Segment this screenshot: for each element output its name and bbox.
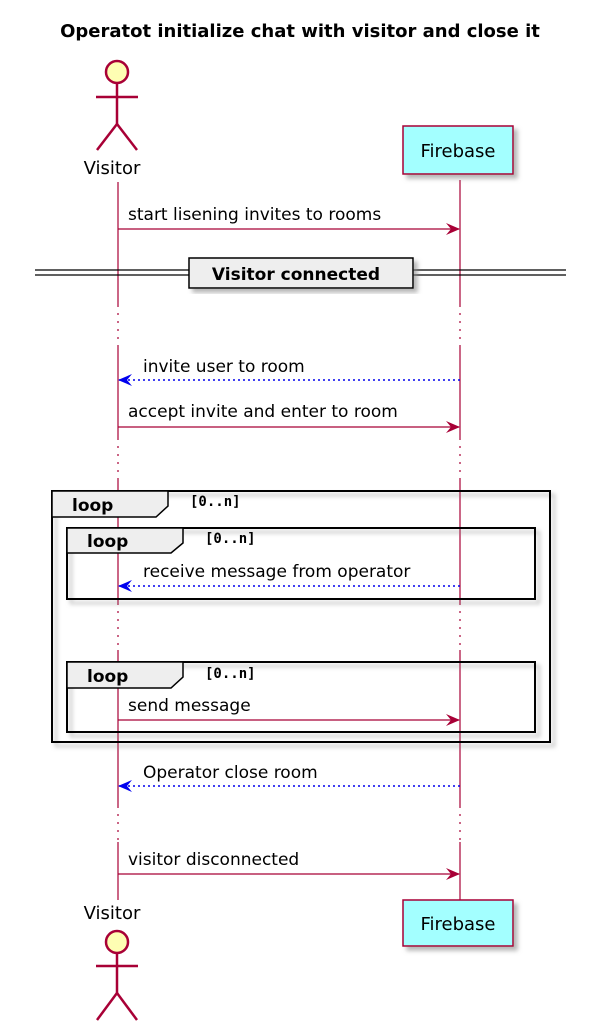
loop-inner-send: loop [0..n] <box>66 661 536 733</box>
loop-inner-receive: loop [0..n] <box>66 527 536 600</box>
message-accept-invite: accept invite and enter to room <box>118 402 460 433</box>
message-label: receive message from operator <box>143 562 410 582</box>
message-visitor-disconnected: visitor disconnected <box>118 850 460 880</box>
firebase-label-bottom: Firebase <box>420 914 495 935</box>
loop-label: loop <box>72 496 113 516</box>
actor-head-icon <box>104 929 130 955</box>
loop-condition: [0..n] <box>205 531 256 547</box>
message-start-listening: start lisening invites to rooms <box>118 205 460 235</box>
firebase-participant-bottom: Firebase <box>402 899 514 947</box>
loop-condition: [0..n] <box>190 494 241 510</box>
firebase-label-top: Firebase <box>420 141 495 162</box>
actor-head-icon <box>104 59 130 85</box>
diagram-title: Operatot initialize chat with visitor an… <box>60 21 540 42</box>
loop-outer: loop [0..n] <box>51 490 551 743</box>
message-label: send message <box>128 696 251 716</box>
message-operator-close: Operator close room <box>118 763 460 792</box>
loop-label: loop <box>87 532 128 552</box>
message-label: Operator close room <box>143 763 318 783</box>
message-label: visitor disconnected <box>128 850 299 870</box>
visitor-label-top: Visitor <box>84 158 141 179</box>
message-send-message: send message <box>118 696 460 726</box>
divider-label: Visitor connected <box>212 265 380 285</box>
visitor-actor-top <box>96 59 138 151</box>
message-receive-message: receive message from operator <box>118 562 460 592</box>
firebase-participant-top: Firebase <box>402 125 514 175</box>
loop-label: loop <box>87 667 128 687</box>
loop-condition: [0..n] <box>205 666 256 682</box>
visitor-label-bottom: Visitor <box>84 903 141 924</box>
lifelines <box>117 180 461 900</box>
message-label: start lisening invites to rooms <box>128 205 381 225</box>
visitor-actor-bottom <box>95 929 139 1021</box>
message-label: accept invite and enter to room <box>128 402 398 422</box>
divider-visitor-connected: Visitor connected <box>35 257 566 289</box>
message-invite-user: invite user to room <box>118 357 460 386</box>
message-label: invite user to room <box>143 357 305 377</box>
